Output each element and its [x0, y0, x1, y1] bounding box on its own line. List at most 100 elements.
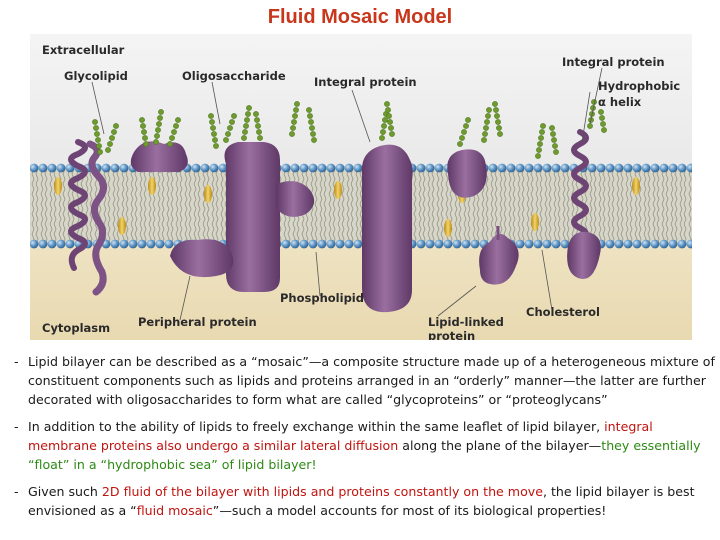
- sugar-residue: [381, 123, 387, 129]
- sugar-residue: [598, 109, 604, 115]
- integral-protein-center: [361, 144, 413, 313]
- sugar-residue: [175, 117, 181, 123]
- sugar-residue: [223, 137, 229, 143]
- phospholipid-head: [416, 239, 426, 249]
- sugar-residue: [497, 131, 503, 137]
- membrane-proteins: [68, 129, 601, 313]
- label-glycolipid: Glycolipid: [64, 69, 128, 83]
- helix-protein-left: [68, 139, 88, 271]
- sugar-residue: [143, 141, 149, 147]
- integral-protein-small: [447, 149, 487, 198]
- diagram-labels: Extracellular Glycolipid Oligosaccharide…: [42, 43, 680, 340]
- sugar-residue: [388, 125, 394, 131]
- sugar-residue: [457, 141, 463, 147]
- sugar-residue: [379, 135, 385, 141]
- label-lipid-linked-protein: protein: [428, 329, 475, 340]
- bullet-item: -In addition to the ability of lipids to…: [12, 417, 716, 474]
- phospholipid-head: [299, 163, 309, 173]
- sugar-residue: [244, 117, 250, 123]
- sugar-residue: [158, 109, 164, 115]
- bullet-text-segment: fluid mosaic: [136, 503, 213, 518]
- sugar-residue: [465, 117, 471, 123]
- phospholipid-head: [110, 163, 120, 173]
- phospholipid-head: [560, 163, 570, 173]
- bullet-text-segment: , the lipid bilayer is best envisioned a…: [28, 484, 695, 518]
- phospholipid-head: [281, 163, 291, 173]
- sugar-residue: [495, 119, 501, 125]
- sugar-residue: [255, 123, 261, 129]
- phospholipid-head: [425, 163, 435, 173]
- phospholipid-head: [281, 239, 291, 249]
- phospholipid-head: [299, 239, 309, 249]
- label-cholesterol: Cholesterol: [526, 305, 600, 319]
- sugar-residue: [105, 147, 111, 153]
- phospholipid-head: [65, 239, 75, 249]
- sugar-residue: [111, 129, 117, 135]
- sugar-residue: [254, 117, 260, 123]
- phospholipid-head: [209, 163, 219, 173]
- phospholipid-head: [218, 163, 228, 173]
- sugar-residue: [551, 137, 557, 143]
- phospholipid-head: [353, 239, 363, 249]
- sugar-residue: [153, 139, 159, 145]
- sugar-residue: [95, 137, 101, 143]
- phospholipid-head: [515, 163, 525, 173]
- phospholipid-head: [461, 239, 471, 249]
- phospholipid-head: [524, 239, 534, 249]
- sugar-residue: [290, 125, 296, 131]
- phospholipid-head: [506, 163, 516, 173]
- bullet-text-segment: along the plane of the bilayer—: [398, 438, 602, 453]
- sugar-residue: [459, 135, 465, 141]
- sugar-residue: [380, 129, 386, 135]
- sugar-residue: [109, 135, 115, 141]
- sugar-residue: [211, 131, 217, 137]
- sugar-residue: [155, 127, 161, 133]
- phospholipid-head: [677, 239, 687, 249]
- phospholipid-head: [668, 239, 678, 249]
- phospholipid-head: [191, 163, 201, 173]
- bullet-text-segment: 2D fluid of the bilayer with lipids and …: [101, 484, 543, 499]
- phospholipid-head: [353, 163, 363, 173]
- sugar-residue: [154, 133, 160, 139]
- phospholipid-head: [605, 239, 615, 249]
- bullet-dash: -: [14, 419, 19, 434]
- phospholipid-head: [668, 163, 678, 173]
- sugar-residue: [289, 131, 295, 137]
- phospholipid-head: [56, 239, 66, 249]
- bullet-dash: -: [14, 484, 19, 499]
- sugar-residue: [485, 113, 491, 119]
- sugar-residue: [540, 123, 546, 129]
- sugar-residue: [306, 107, 312, 113]
- phospholipid-head: [605, 163, 615, 173]
- sugar-residue: [481, 137, 487, 143]
- sugar-residue: [94, 131, 100, 137]
- sugar-residue: [535, 153, 541, 159]
- sugar-residue: [386, 113, 392, 119]
- sugar-residue: [486, 107, 492, 113]
- sugar-residue: [385, 107, 391, 113]
- label-cytoplasm: Cytoplasm: [42, 321, 110, 335]
- peripheral-protein: [170, 239, 234, 278]
- bullet-item: -Given such 2D fluid of the bilayer with…: [12, 482, 716, 520]
- sugar-residue: [387, 119, 393, 125]
- sugar-residue: [92, 119, 98, 125]
- phospholipid-head: [137, 239, 147, 249]
- sugar-residue: [157, 115, 163, 121]
- sugar-residue: [107, 141, 113, 147]
- phospholipid-head: [542, 163, 552, 173]
- phospholipid-head: [641, 239, 651, 249]
- phospholipid-head: [686, 239, 692, 249]
- sugar-residue: [257, 135, 263, 141]
- sugar-residue: [549, 125, 555, 131]
- sugar-residue: [482, 131, 488, 137]
- phospholipid-head: [632, 163, 642, 173]
- label-integral-protein-right: Integral protein: [562, 55, 665, 69]
- phospholipid-head: [452, 239, 462, 249]
- phospholipid-head: [30, 239, 39, 249]
- phospholipid-head: [614, 239, 624, 249]
- phospholipid-head: [659, 163, 669, 173]
- sugar-residue: [97, 149, 103, 155]
- integral-protein-left: [224, 142, 280, 292]
- phospholipid-head: [425, 239, 435, 249]
- phospholipid-head: [155, 239, 165, 249]
